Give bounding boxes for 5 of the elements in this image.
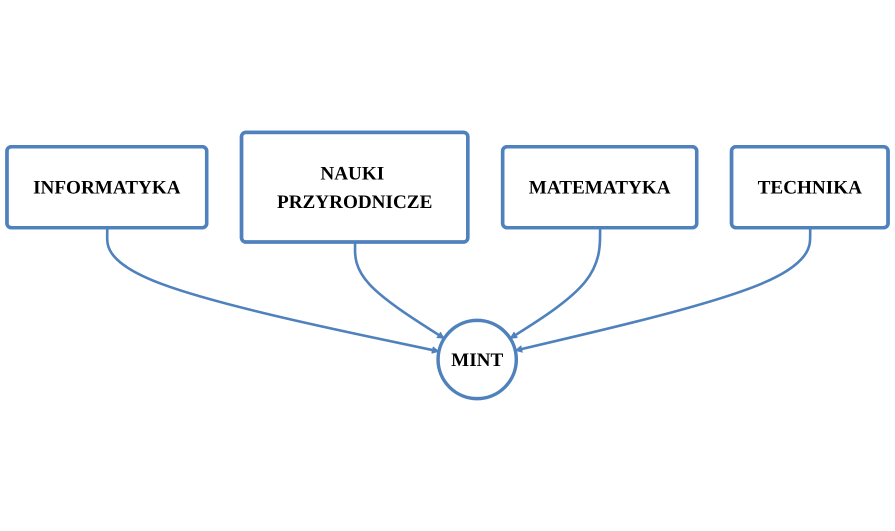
node-circle: MINT xyxy=(436,318,518,400)
arrow xyxy=(106,228,440,354)
arrow xyxy=(510,228,602,339)
arrow xyxy=(514,228,812,353)
arrow xyxy=(354,242,445,339)
